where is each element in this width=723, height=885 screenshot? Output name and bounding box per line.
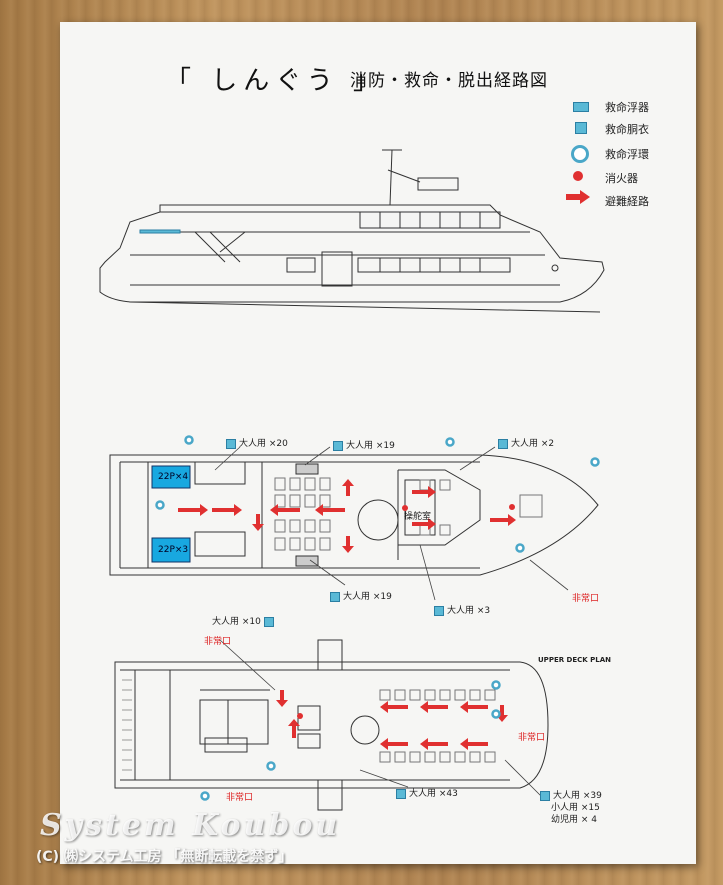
jacket-count-label: 大人用 ×19: [330, 589, 392, 602]
page-subtitle: 消防・救命・脱出経路図: [350, 71, 548, 91]
jacket-count-label: 大人用 ×10: [212, 614, 277, 627]
emergency-exit-label: 非常口: [204, 637, 232, 647]
jacket-total-label: 幼児用 × 4: [551, 815, 597, 825]
life-raft-label: 22P×3: [158, 545, 189, 555]
jacket-count-label: 大人用 ×43: [396, 786, 458, 799]
emergency-exit-label: 非常口: [572, 594, 600, 604]
legend-label: 避難経路: [605, 195, 649, 208]
jacket-total-label: 大人用 ×39: [540, 788, 602, 801]
legend-label: 消火器: [605, 172, 638, 185]
fire-extinguisher-icon: [573, 171, 583, 181]
main-deck-plan: [109, 454, 599, 576]
life-buoy-icon: [571, 145, 589, 163]
legend-label: 救命胴衣: [605, 123, 649, 136]
deck-plan-title: UPPER DECK PLAN: [538, 656, 612, 664]
jacket-count-label: 大人用 ×3: [434, 603, 490, 616]
jacket-total-label: 小人用 ×15: [551, 803, 600, 813]
evacuation-arrows: [178, 479, 516, 750]
fire-extinguisher-markers: [297, 504, 515, 719]
watermark-logo: System Koubou: [40, 808, 341, 843]
page-title: 「 しんぐう 」: [165, 66, 386, 96]
watermark-copyright: (C) ㈱システム工房 「無断転載を禁ず」: [36, 849, 293, 865]
life-float-icon: [573, 102, 589, 112]
emergency-exit-label: 非常口: [226, 793, 254, 803]
jacket-count-label: 大人用 ×19: [333, 438, 395, 451]
life-buoy-markers: [155, 435, 600, 801]
life-raft-label: 22P×4: [158, 472, 189, 482]
bridge-label: 操舵室: [404, 512, 432, 522]
upper-deck-plan: [114, 639, 549, 811]
ship-side-elevation: [99, 149, 605, 313]
jacket-count-label: 大人用 ×20: [226, 436, 288, 449]
emergency-exit-label: 非常口: [518, 733, 546, 743]
jacket-count-label: 大人用 ×2: [498, 436, 554, 449]
life-jacket-icon: [575, 122, 587, 134]
legend-label: 救命浮環: [605, 148, 649, 161]
evacuation-arrow-icon: [566, 190, 590, 204]
legend-label: 救命浮器: [605, 101, 649, 114]
